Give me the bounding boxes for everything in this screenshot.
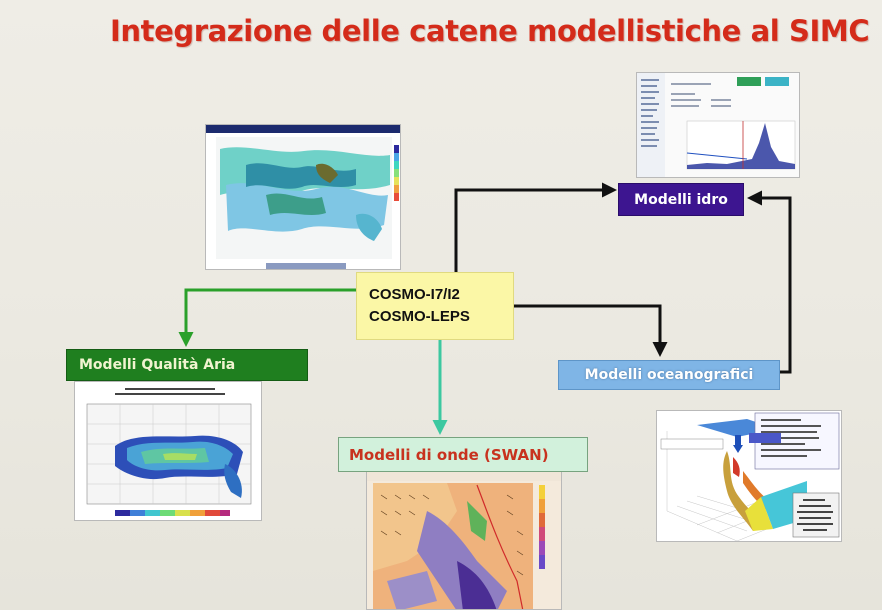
- modelli-qualita-aria-box: Modelli Qualità Aria: [66, 349, 308, 381]
- arrow-center-to-oceano: [514, 304, 668, 357]
- air-quality-map-image: [74, 381, 262, 521]
- swan-wave-map-image: [366, 470, 562, 610]
- arrow-center-to-idro: [454, 182, 617, 272]
- arrow-center-to-qualita: [178, 288, 356, 347]
- modelli-idro-box: Modelli idro: [618, 183, 744, 216]
- modelli-oceanografici-box: Modelli oceanografici: [558, 360, 780, 390]
- ocean-3d-plot-image: [656, 410, 842, 542]
- arrow-oceano-to-idro: [747, 190, 792, 374]
- slide-title: Integrazione delle catene modellistiche …: [110, 14, 870, 48]
- cosmo-line-1: COSMO-I7/I2: [369, 286, 460, 303]
- hydro-screenshot-image: [636, 72, 800, 178]
- modelli-onde-swan-box: Modelli di onde (SWAN): [338, 437, 588, 472]
- cosmo-map-image: [205, 124, 401, 270]
- cosmo-model-box: COSMO-I7/I2 COSMO-LEPS: [356, 272, 514, 340]
- cosmo-line-2: COSMO-LEPS: [369, 308, 470, 325]
